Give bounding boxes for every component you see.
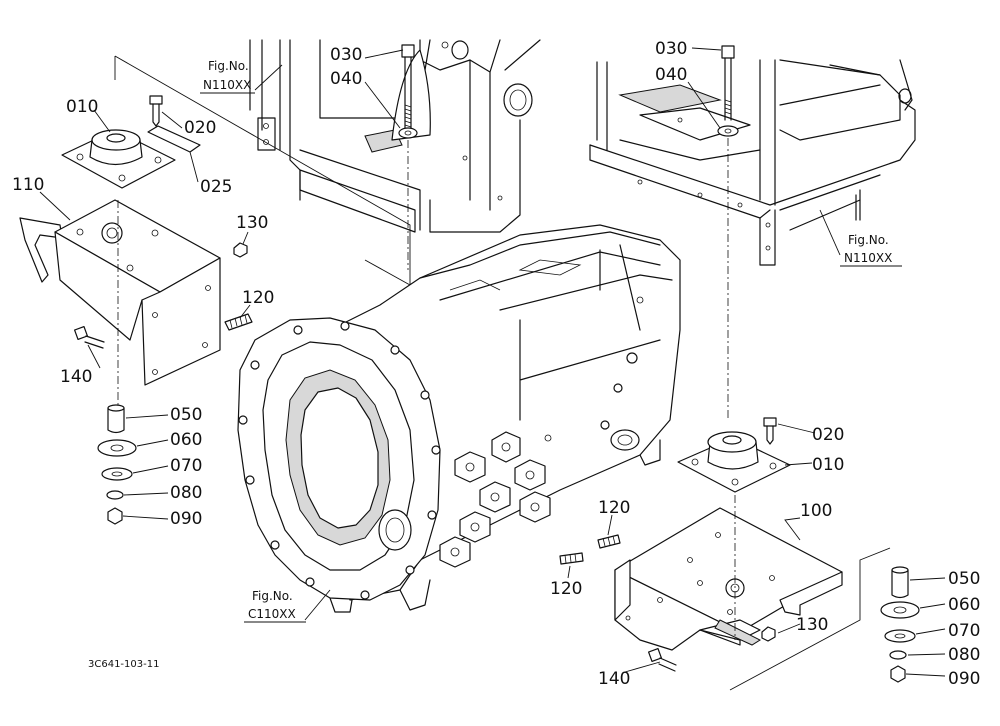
label-030-right: 030 bbox=[655, 39, 687, 59]
right-mount-bracket bbox=[614, 495, 843, 651]
left-small-parts bbox=[73, 242, 253, 525]
transmission-case bbox=[237, 224, 681, 613]
label-120-upper: 120 bbox=[242, 288, 274, 308]
right-rubber-mount bbox=[677, 417, 791, 493]
right-small-parts bbox=[559, 534, 920, 691]
label-025: 025 bbox=[200, 177, 232, 197]
label-110: 110 bbox=[12, 175, 44, 195]
upper-frame-left bbox=[114, 39, 541, 286]
label-050-left: 050 bbox=[170, 405, 202, 425]
figure-references: Fig.No. N110XX Fig.No. N110XX Fig.No. C1… bbox=[200, 59, 902, 623]
label-090-left: 090 bbox=[170, 509, 202, 529]
fig-ref-bottom-line2: C110XX bbox=[248, 607, 296, 621]
left-mount-bracket bbox=[19, 199, 221, 420]
label-020-right: 020 bbox=[812, 425, 844, 445]
label-060-right: 060 bbox=[948, 595, 980, 615]
label-040-left: 040 bbox=[330, 69, 362, 89]
fig-ref-left-top-line1: Fig.No. bbox=[208, 59, 249, 73]
leader-lines bbox=[39, 47, 946, 677]
label-080-left: 080 bbox=[170, 483, 202, 503]
label-070-right: 070 bbox=[948, 621, 980, 641]
fig-ref-right-top-line1: Fig.No. bbox=[848, 233, 889, 247]
label-090-right: 090 bbox=[948, 669, 980, 689]
label-020-left: 020 bbox=[184, 118, 216, 138]
label-120-mid: 120 bbox=[598, 498, 630, 518]
label-010-left: 010 bbox=[66, 97, 98, 117]
fig-ref-right-top-line2: N110XX bbox=[844, 251, 892, 265]
label-140-right: 140 bbox=[598, 669, 630, 689]
label-030-left: 030 bbox=[330, 45, 362, 65]
label-050-right: 050 bbox=[948, 569, 980, 589]
label-080-right: 080 bbox=[948, 645, 980, 665]
label-140-left: 140 bbox=[60, 367, 92, 387]
part-labels: 010 020 025 110 130 120 140 050 060 070 … bbox=[12, 39, 980, 689]
fig-ref-left-top-line2: N110XX bbox=[203, 78, 251, 92]
label-130-right: 130 bbox=[796, 615, 828, 635]
label-070-left: 070 bbox=[170, 456, 202, 476]
fig-ref-bottom-line1: Fig.No. bbox=[252, 589, 293, 603]
label-040-right: 040 bbox=[655, 65, 687, 85]
label-120-low: 120 bbox=[550, 579, 582, 599]
left-rubber-mount bbox=[61, 95, 201, 189]
drawing-code: 3C641-103-11 bbox=[88, 659, 159, 670]
label-130-left: 130 bbox=[236, 213, 268, 233]
label-100: 100 bbox=[800, 501, 832, 521]
label-060-left: 060 bbox=[170, 430, 202, 450]
label-010-right: 010 bbox=[812, 455, 844, 475]
